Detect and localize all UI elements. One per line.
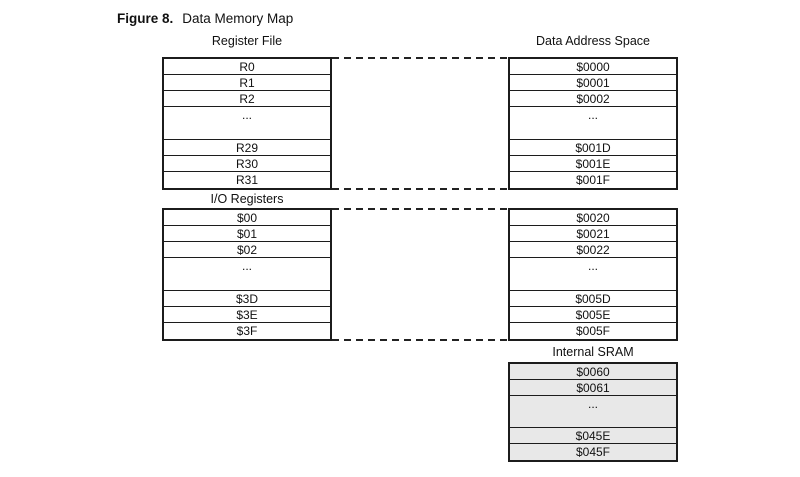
memory-cell: $001E bbox=[510, 156, 676, 172]
mapping-connector-dashed-line bbox=[332, 188, 508, 190]
io-registers-header: I/O Registers bbox=[210, 192, 284, 206]
internal-sram-header: Internal SRAM bbox=[552, 345, 634, 359]
memory-cell: $045F bbox=[510, 444, 676, 460]
memory-cell: $02 bbox=[164, 242, 330, 258]
memory-cell: $3F bbox=[236, 324, 258, 338]
memory-cell: $0021 bbox=[510, 226, 676, 242]
memory-cell: $3D bbox=[164, 291, 330, 307]
memory-cell: $001D bbox=[510, 140, 676, 156]
memory-cell-ellipsis: ... bbox=[510, 258, 676, 291]
memory-cell: $3E bbox=[164, 307, 330, 323]
memory-cell: $01 bbox=[164, 226, 330, 242]
memory-cell-ellipsis: ... bbox=[510, 396, 676, 428]
memory-cell: R30 bbox=[164, 156, 330, 172]
mapping-connector-dashed-line bbox=[332, 57, 508, 59]
memory-cell: $005F bbox=[575, 324, 611, 338]
memory-cell-ellipsis: ... bbox=[164, 107, 330, 140]
figure-title-text: Data Memory Map bbox=[182, 11, 294, 26]
register-file-header: Register File bbox=[211, 34, 283, 48]
memory-cell: $00 bbox=[164, 210, 330, 226]
data-address-space-io-block: $0020 $0021 $0022 ... $005D $005E $005F bbox=[508, 208, 678, 341]
figure-title: Figure 8. Data Memory Map bbox=[117, 11, 293, 26]
memory-cell: $0000 bbox=[510, 59, 676, 75]
memory-cell-ellipsis: ... bbox=[164, 258, 330, 291]
internal-sram-box: $0060 $0061 ... $045E $045F bbox=[508, 362, 678, 462]
memory-cell: $005E bbox=[510, 307, 676, 323]
data-address-space-header: Data Address Space bbox=[536, 34, 650, 48]
memory-cell: R29 bbox=[164, 140, 330, 156]
register-file-box: R0 R1 R2 ... R29 R30 R31 bbox=[162, 57, 332, 190]
memory-cell: R0 bbox=[164, 59, 330, 75]
memory-cell: $0022 bbox=[510, 242, 676, 258]
memory-cell: $045E bbox=[510, 428, 676, 444]
mapping-connector-dashed-line bbox=[332, 339, 508, 341]
memory-cell: R1 bbox=[164, 75, 330, 91]
memory-cell: $0001 bbox=[510, 75, 676, 91]
memory-cell-ellipsis: ... bbox=[510, 107, 676, 140]
memory-cell: $0061 bbox=[510, 380, 676, 396]
data-address-space-register-block: $0000 $0001 $0002 ... $001D $001E $001F bbox=[508, 57, 678, 190]
memory-cell: R2 bbox=[164, 91, 330, 107]
memory-cell: $005D bbox=[510, 291, 676, 307]
memory-cell: $0060 bbox=[510, 364, 676, 380]
memory-cell: R31 bbox=[235, 173, 258, 187]
memory-cell: $001F bbox=[575, 173, 611, 187]
figure-number-label: Figure 8. bbox=[117, 11, 174, 26]
memory-cell: $0002 bbox=[510, 91, 676, 107]
memory-cell: $0020 bbox=[510, 210, 676, 226]
io-registers-box: $00 $01 $02 ... $3D $3E $3F bbox=[162, 208, 332, 341]
mapping-connector-dashed-line bbox=[332, 208, 508, 210]
